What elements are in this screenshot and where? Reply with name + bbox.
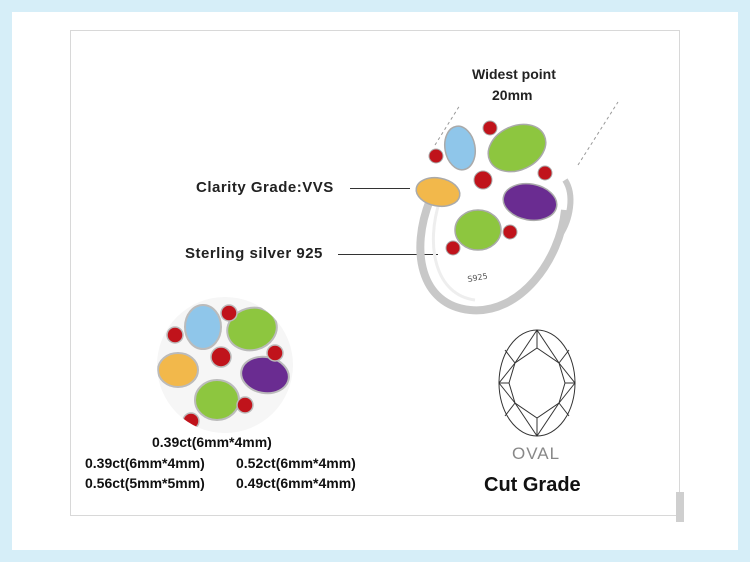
cut-grade-title: Cut Grade — [484, 474, 581, 496]
product-card — [70, 30, 680, 516]
oval-shape-label: OVAL — [512, 444, 561, 463]
scroll-handle[interactable] — [676, 492, 684, 522]
spec-row3-right: 0.49ct(6mm*4mm) — [236, 475, 356, 491]
clarity-grade-label: Clarity Grade:VVS — [196, 179, 334, 196]
silver-pointer-line — [338, 254, 438, 255]
gem-closeup-image — [157, 297, 293, 433]
silver-label: Sterling silver 925 — [185, 245, 323, 262]
clarity-pointer-line — [350, 188, 410, 189]
widest-point-title: Widest point — [472, 66, 556, 82]
spec-row1: 0.39ct(6mm*4mm) — [152, 434, 272, 450]
oval-cut-diagram — [498, 329, 576, 437]
spec-row2-right: 0.52ct(6mm*4mm) — [236, 455, 356, 471]
spec-row2-left: 0.39ct(6mm*4mm) — [85, 455, 205, 471]
ring-image: S925 — [415, 120, 574, 315]
widest-point-value: 20mm — [492, 87, 533, 103]
spec-row3-left: 0.56ct(5mm*5mm) — [85, 475, 205, 491]
ring-engraving: S925 — [467, 272, 489, 284]
